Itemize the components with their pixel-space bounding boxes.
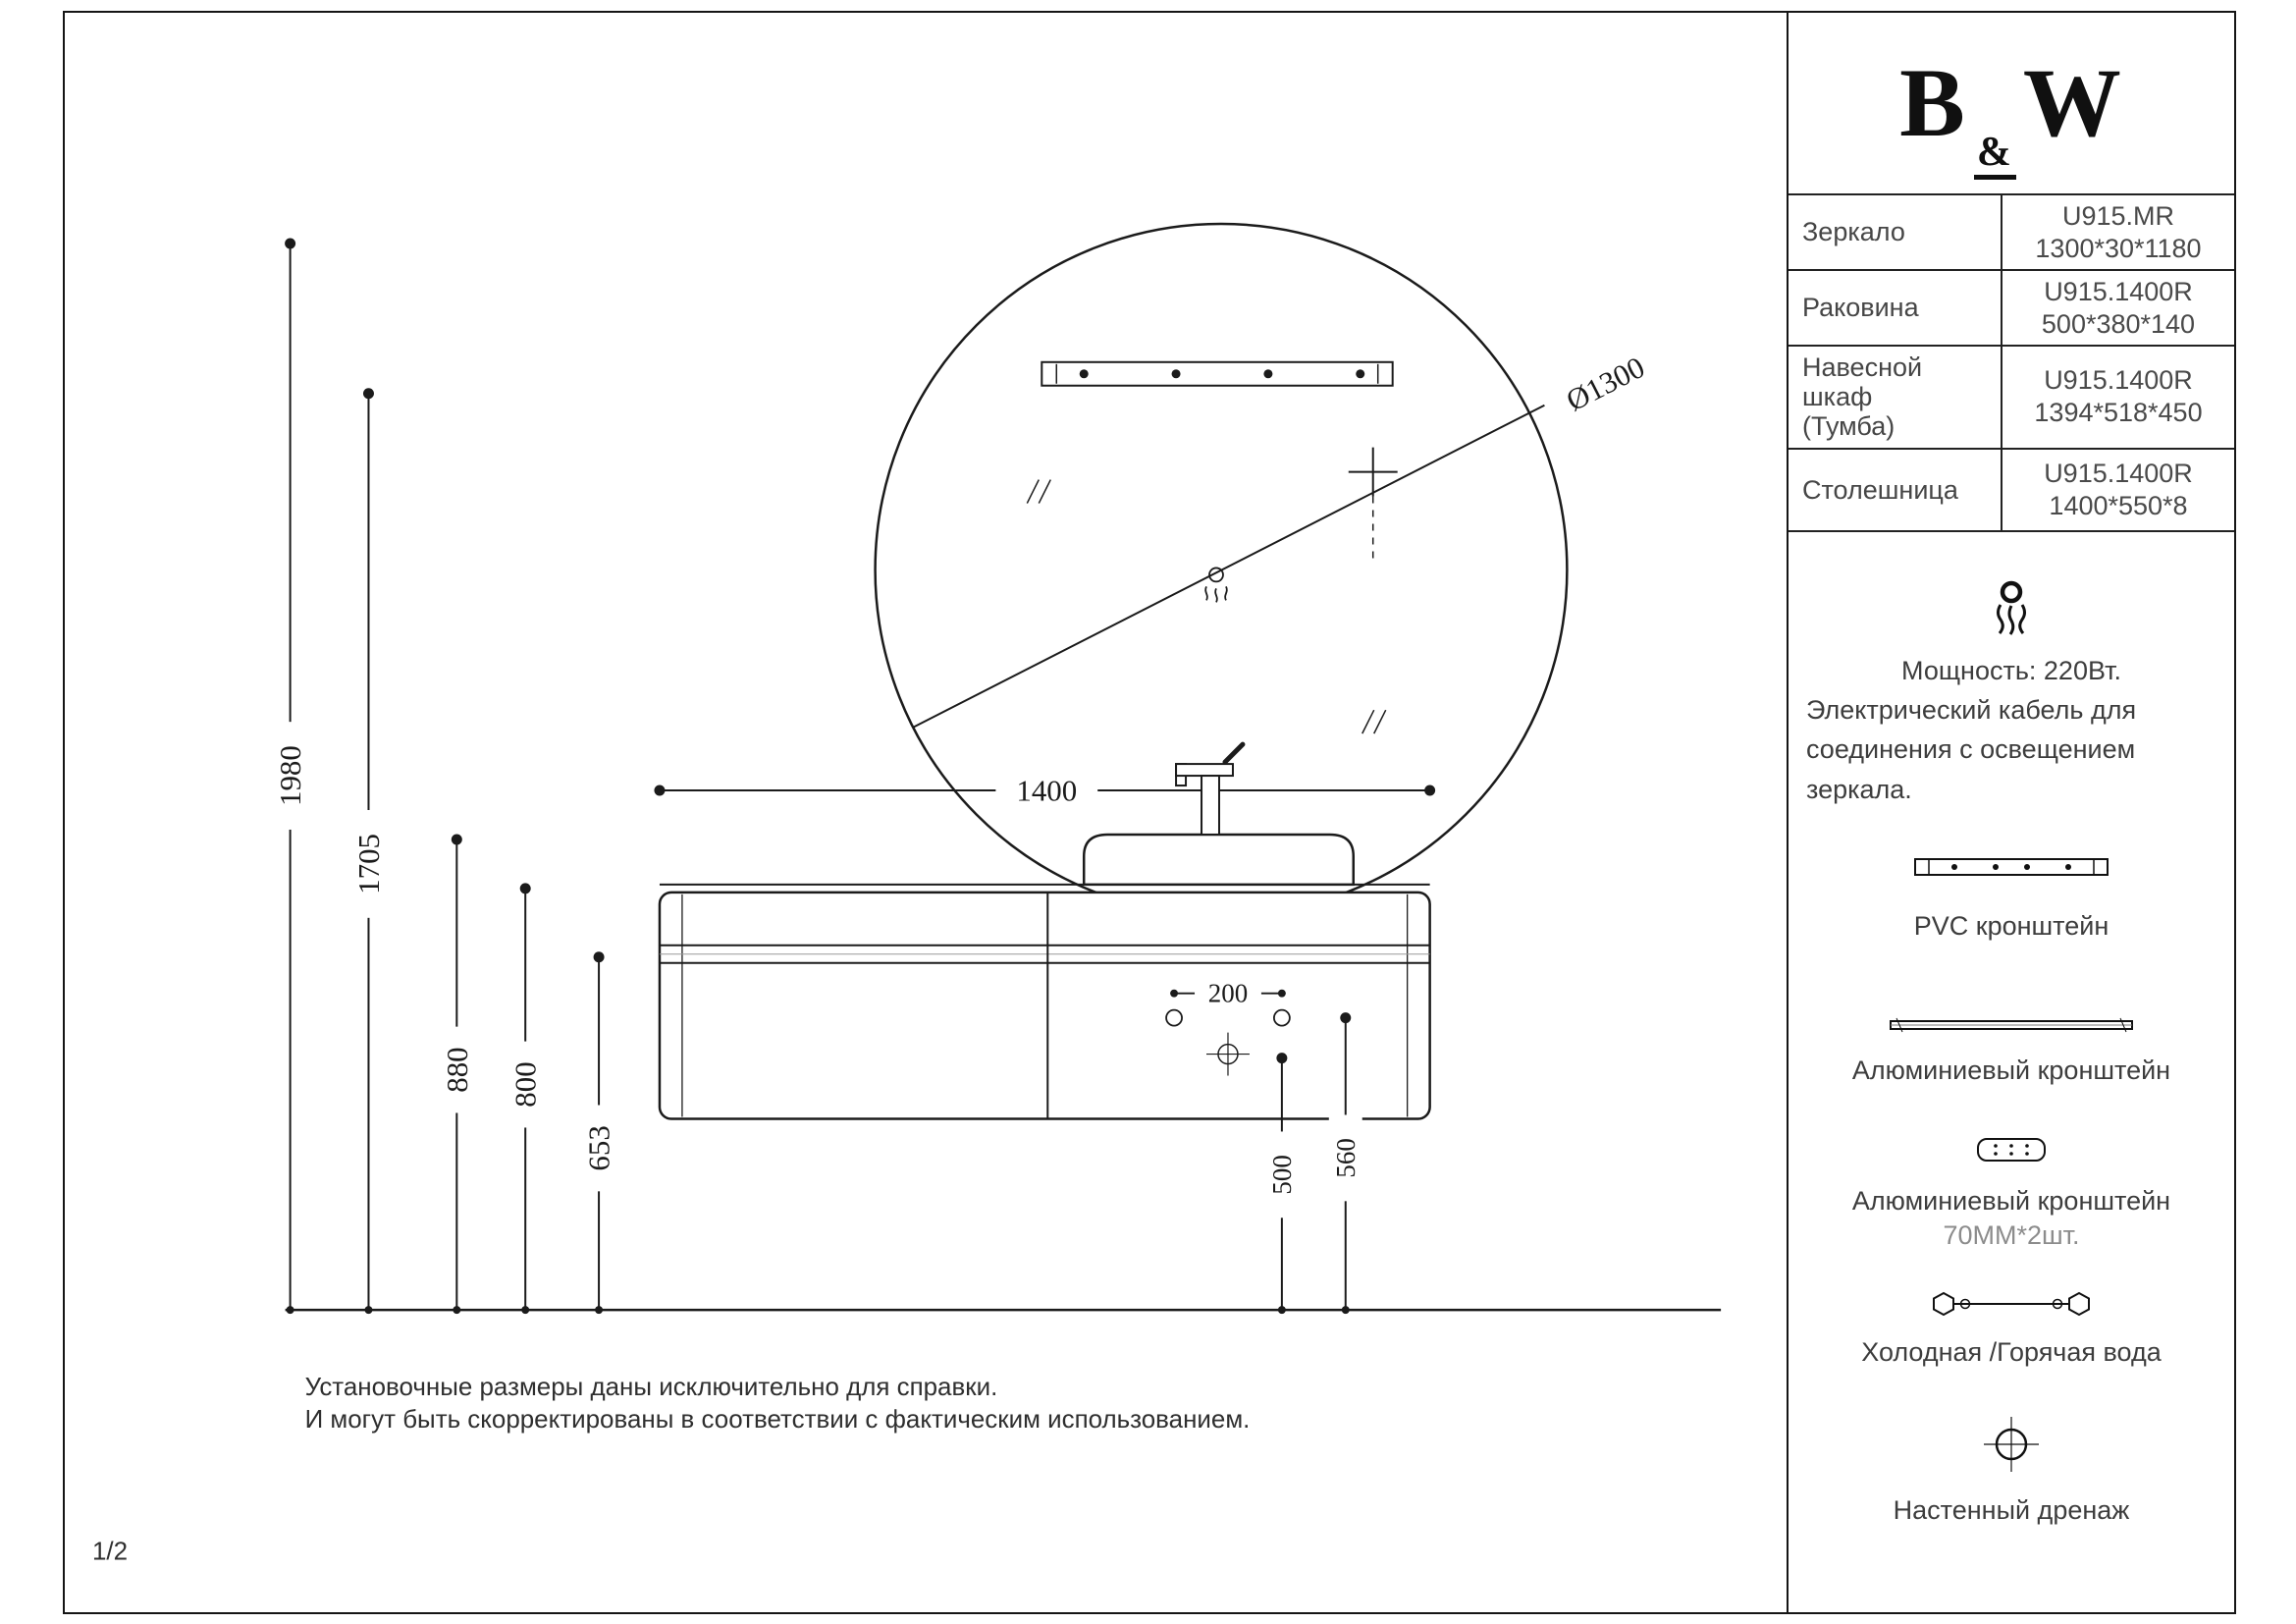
spec-model: U915.1400R (2044, 365, 2193, 396)
spec-value: U915.MR 1300*30*1180 (2002, 195, 2234, 269)
dimension-800: 800 (507, 883, 545, 1315)
spec-table: Зеркало U915.MR 1300*30*1180 Раковина U9… (1789, 193, 2234, 532)
aluminum-bracket-small-icon (1977, 1138, 2046, 1163)
spec-name: Раковина (1789, 271, 2002, 345)
dimension-500: 500 (1264, 1053, 1299, 1315)
spec-size: 1300*30*1180 (2035, 233, 2202, 263)
water-connection-icon (1933, 1292, 2090, 1317)
dim-label-880: 880 (440, 1047, 474, 1092)
glass-mark-upper (1026, 479, 1051, 504)
aluminum-bracket-label: Алюминиевый кронштейн (1851, 1056, 2171, 1086)
mirror-crosshair (1348, 447, 1398, 561)
water-label: Холодная /Горячая вода (1861, 1337, 2162, 1368)
drain-label: Настенный дренаж (1893, 1495, 2130, 1526)
sheet-frame: Ø1300 (63, 11, 2236, 1614)
spec-value: U915.1400R 1400*550*8 (2002, 450, 2234, 530)
dimension-560: 560 (1328, 1012, 1362, 1315)
logo-letter-w: W (2022, 48, 2123, 157)
spec-panel: B & W Зеркало U915.MR 1300*30*1180 Раков… (1787, 13, 2234, 1612)
water-supply-holes (1165, 1008, 1291, 1027)
dim-label-653: 653 (582, 1125, 616, 1170)
aluminum-bracket-small-label: Алюминиевый кронштейн (1851, 1186, 2171, 1217)
dimension-880: 880 (438, 834, 476, 1315)
aluminum-bracket-icon (1890, 1018, 2133, 1033)
mirror-diameter-line: Ø1300 (912, 350, 1650, 730)
aluminum-bracket-qty: 70MM*2шт. (1943, 1220, 2080, 1251)
installation-drawing: Ø1300 (92, 222, 1722, 1566)
sink (1082, 833, 1356, 887)
table-row: Навесной шкаф (Тумба) U915.1400R 1394*51… (1789, 347, 2234, 450)
dim-label-560: 560 (1331, 1138, 1361, 1177)
logo-ampersand: & (1973, 132, 2016, 180)
wall-drain-icon (1984, 1417, 2039, 1473)
mirror-light-icon (1204, 567, 1228, 603)
vanity-cabinet (658, 883, 1431, 1120)
power-cable-icon (1997, 580, 2026, 635)
spec-model: U915.MR (2061, 200, 2175, 231)
dimension-1400: 1400 (654, 771, 1436, 811)
note-line-2: И могут быть скорректированы в соответст… (305, 1406, 1251, 1434)
faucet-lever (1222, 741, 1246, 765)
table-row: Раковина U915.1400R 500*380*140 (1789, 271, 2234, 347)
dim-label-diameter: Ø1300 (1561, 350, 1650, 417)
spec-model: U915.1400R (2044, 458, 2193, 488)
dim-label-800: 800 (508, 1061, 543, 1107)
glass-mark-lower (1362, 709, 1387, 734)
spec-value: U915.1400R 1394*518*450 (2002, 347, 2234, 448)
brand-logo: B & W (1789, 13, 2234, 193)
dim-label-1705: 1705 (351, 834, 386, 894)
drawing-area: Ø1300 (65, 13, 1787, 1612)
spec-value: U915.1400R 500*380*140 (2002, 271, 2234, 345)
spec-name: Зеркало (1789, 195, 2002, 269)
page-number: 1/2 (92, 1539, 128, 1566)
spec-name: Навесной шкаф (Тумба) (1789, 347, 2002, 448)
mirror-bracket (1041, 360, 1394, 387)
pvc-bracket-icon (1914, 858, 2109, 877)
spec-size: 1400*550*8 (2049, 490, 2188, 520)
power-title: Мощность: 220Вт. (1901, 655, 2121, 685)
dimension-200: 200 (1170, 976, 1286, 1010)
spec-name: Столешница (1789, 449, 2002, 530)
table-row: Зеркало U915.MR 1300*30*1180 (1789, 195, 2234, 271)
pvc-bracket-label: PVC кронштейн (1913, 911, 2109, 942)
dim-label-200: 200 (1208, 979, 1248, 1008)
spec-size: 1394*518*450 (2034, 398, 2203, 428)
table-row: Столешница U915.1400R 1400*550*8 (1789, 449, 2234, 532)
spec-model: U915.1400R (2044, 276, 2193, 306)
dimension-1705: 1705 (349, 388, 388, 1315)
drain-crosshair (1206, 1032, 1250, 1076)
dim-label-500: 500 (1267, 1155, 1297, 1194)
dim-label-1980: 1980 (273, 745, 307, 806)
dim-label-1400: 1400 (1016, 774, 1077, 808)
faucet (1175, 741, 1246, 836)
logo-letter-b: B (1899, 48, 1967, 157)
dimension-1980: 1980 (271, 238, 309, 1315)
note-line-1: Установочные размеры даны исключительно … (305, 1374, 998, 1401)
spec-size: 500*380*140 (2041, 308, 2196, 339)
dimension-653: 653 (580, 951, 618, 1315)
legend: Мощность: 220Вт. Электрический кабель дл… (1789, 532, 2234, 1612)
power-description: Электрический кабель для соединения с ос… (1806, 694, 2137, 804)
